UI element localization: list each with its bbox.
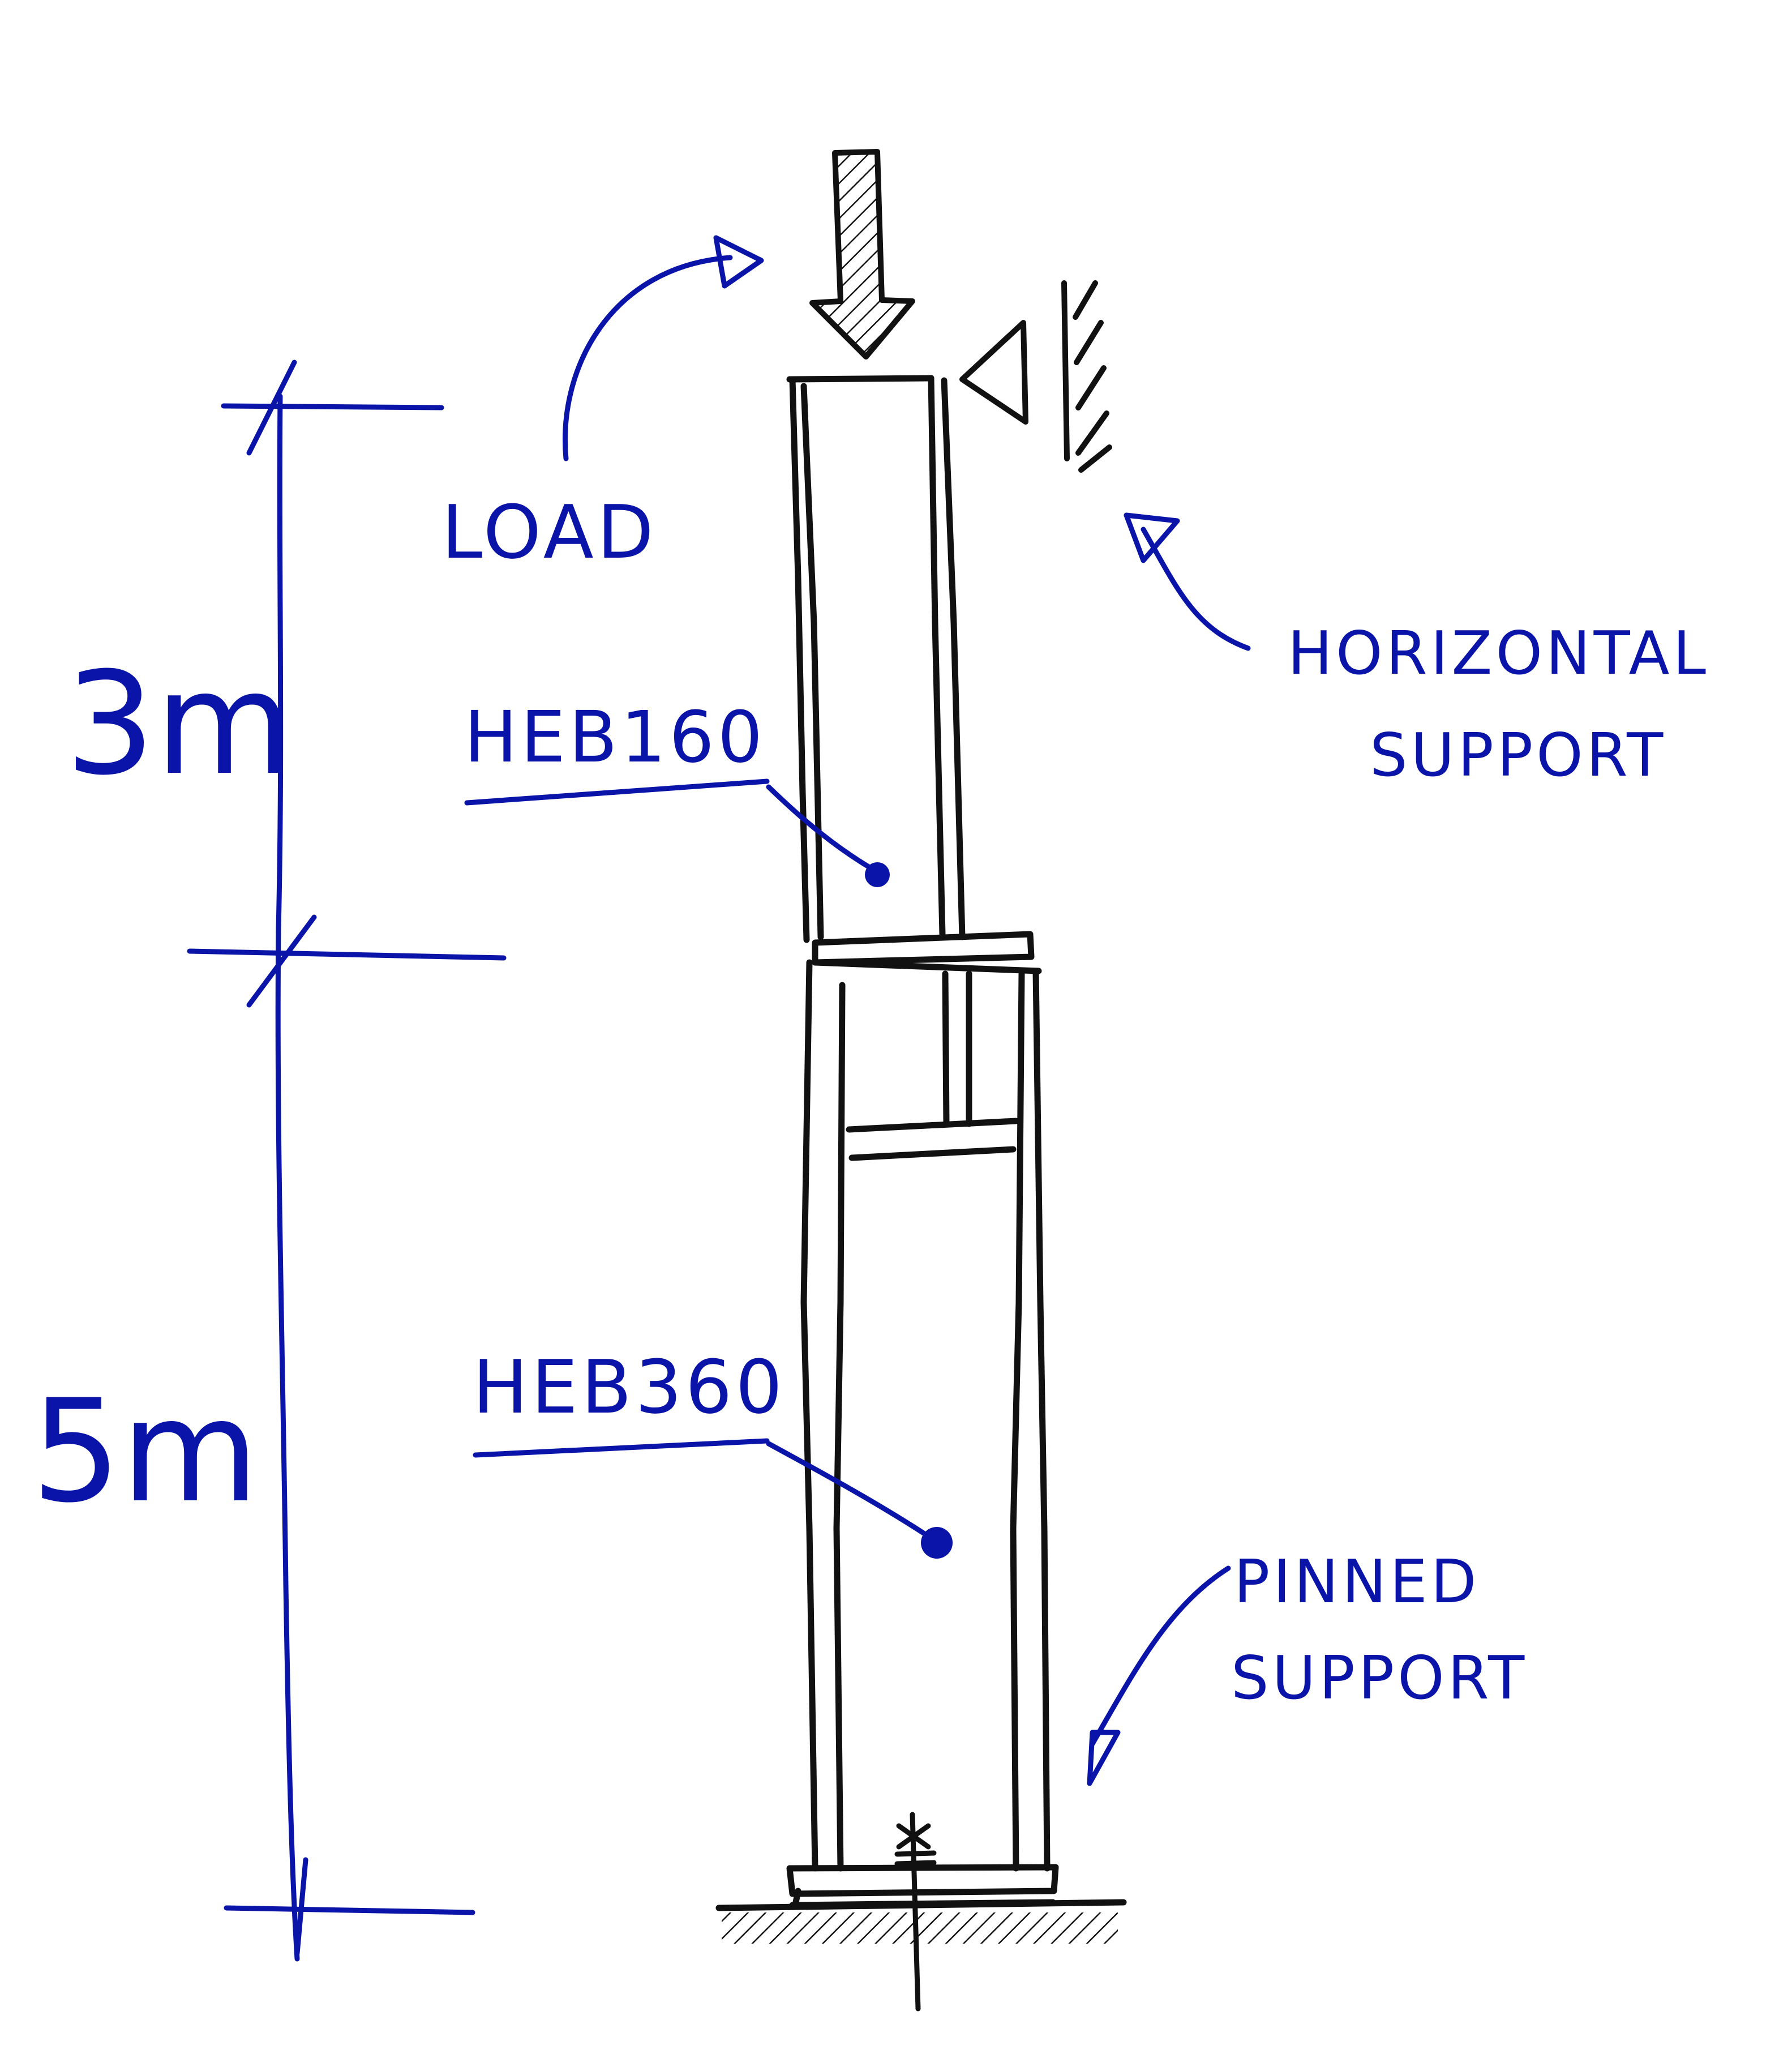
horizontal-support-leader-arrow: [1124, 512, 1251, 651]
pinned-support-label-line2: SUPPORT: [1231, 1644, 1528, 1713]
column-splice-plate: [812, 931, 1035, 966]
ground-line: [715, 1899, 1127, 1911]
base-plate: [786, 1864, 1059, 1909]
heb360-label: HEB360: [473, 1344, 786, 1430]
dimension-slash-bottom: [294, 1857, 308, 1956]
horizontal-support-label-line2: SUPPORT: [1370, 721, 1666, 790]
ground-hatching: [722, 1912, 1118, 1944]
heb160-leader: [464, 778, 880, 875]
dimension-slash-top: [246, 360, 297, 456]
dimension-label-upper: 3m: [65, 641, 293, 806]
heb360-leader: [473, 1438, 937, 1543]
horizontal-support-label-line1: HORIZONTAL: [1288, 619, 1709, 688]
pinned-support-label-line1: PINNED: [1234, 1547, 1480, 1616]
pinned-support-leader-arrow: [1087, 1565, 1231, 1786]
dimension-label-lower: 5m: [31, 1369, 259, 1534]
dimension-slash-middle: [246, 914, 317, 1008]
heb160-pointer-dot: [865, 862, 890, 887]
dimension-tick-top: [221, 403, 444, 410]
horizontal-support-icon: [959, 280, 1112, 473]
heb160-label: HEB160: [464, 696, 766, 778]
load-leader-arrow: [563, 235, 764, 461]
anchor-bolt-axis: [894, 1812, 937, 2012]
load-arrow-icon: [809, 149, 915, 360]
column-lower-heb360: [800, 959, 1051, 1872]
dimension-tick-bottom: [224, 1905, 475, 1915]
dimension-line: [187, 360, 507, 1962]
load-label: LOAD: [441, 489, 657, 575]
column-upper-heb160: [786, 375, 966, 943]
dimension-tick-middle: [187, 948, 507, 961]
heb360-pointer-dot: [921, 1527, 953, 1559]
